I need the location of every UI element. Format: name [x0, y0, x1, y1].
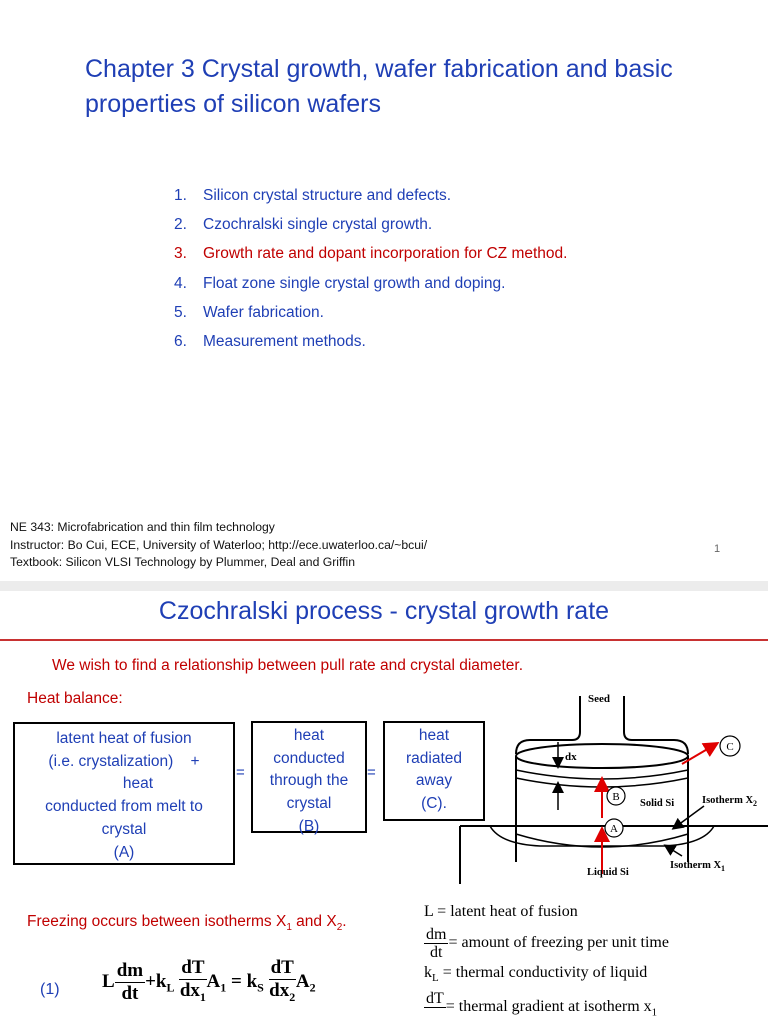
box-line: (A): [113, 843, 135, 861]
toc-label: Measurement methods.: [203, 332, 366, 350]
toc-label: Czochralski single crystal growth.: [203, 216, 433, 234]
marker-c-circle: [719, 735, 741, 757]
footer-textbook: Textbook: Silicon VLSI Technology by Plu…: [10, 555, 356, 569]
heat-balance-label: Heat balance:: [27, 690, 123, 707]
toc-label: Wafer fabrication.: [203, 303, 324, 321]
toc-number: 5.: [174, 303, 187, 321]
box-line: away: [415, 772, 453, 790]
isotherm-x1-label: Isotherm X1: [670, 860, 725, 873]
dx-label: dx: [565, 751, 577, 763]
seed-right-edge: [623, 696, 689, 755]
marker-b-label: B: [612, 791, 619, 803]
isotherm-x2-label: Isotherm X2: [702, 795, 757, 808]
footer-instructor: Instructor: Bo Cui, ECE, University of W…: [10, 537, 428, 552]
toc-number: 3.: [174, 245, 187, 263]
slide-separator: [0, 581, 768, 591]
isotherm-x1-pointer: [663, 844, 683, 857]
toc-number: 2.: [174, 216, 187, 234]
def-kl: kL = thermal conductivity of liquid: [424, 964, 648, 985]
page-number: 1: [714, 543, 721, 555]
slide-footer: NE 343: Microfabrication and thin film t…: [10, 519, 427, 572]
box-latent-heat: latent heat of fusion (i.e. crystalizati…: [13, 722, 235, 865]
box-line: heat: [122, 775, 154, 793]
freezing-text: Freezing occurs between isotherms X1 and…: [27, 913, 347, 934]
radiation-arrow-c: [681, 741, 720, 765]
box-line: radiated: [405, 749, 462, 767]
slide-title: Czochralski process - crystal growth rat…: [158, 597, 610, 625]
footer-course: NE 343: Microfabrication and thin film t…: [10, 520, 275, 534]
toc-item[interactable]: 1. Silicon crystal structure and defects.: [174, 184, 567, 213]
toc-number: 6.: [174, 332, 187, 350]
eq-term: = k: [226, 970, 258, 992]
box-line: through the: [269, 772, 349, 790]
box-line: heat: [293, 727, 325, 744]
box-line: heat: [418, 727, 450, 744]
chapter-title: Chapter 3 Crystal growth, wafer fabricat…: [85, 55, 673, 118]
cz-crystal-diagram: dx Seed B A C Solid Si Isotherm X2 Isoth…: [459, 693, 768, 884]
marker-a-label: A: [610, 823, 618, 835]
box-line: (B): [298, 817, 320, 835]
marker-c-label: C: [726, 741, 733, 753]
isotherm-x2-pointer: [671, 805, 705, 830]
toc-label: Silicon crystal structure and defects.: [203, 187, 452, 204]
eq-term: L: [102, 970, 115, 992]
equals-sign: =: [367, 764, 376, 781]
toc-number: 4.: [174, 274, 187, 292]
seed-label: Seed: [588, 693, 610, 705]
toc-item[interactable]: 6. Measurement methods.: [174, 330, 567, 359]
toc-label: Growth rate and dopant incorporation for…: [203, 245, 568, 263]
equals-sign: =: [236, 764, 245, 781]
box-line: crystal: [101, 820, 147, 838]
equation-number: (1): [40, 981, 60, 998]
box-line: conducted: [273, 749, 345, 767]
toc-number: 1.: [174, 187, 187, 204]
table-of-contents: 1. Silicon crystal structure and defects.…: [174, 184, 567, 359]
box-line: latent heat of fusion: [56, 730, 192, 747]
def-latent-heat: L = latent heat of fusion: [424, 903, 578, 920]
box-line: (i.e. crystalization) +: [48, 752, 200, 770]
toc-item-active[interactable]: 3. Growth rate and dopant incorporation f…: [174, 242, 567, 271]
slide-1: Chapter 3 Crystal growth, wafer fabricat…: [10, 55, 721, 572]
eq-term: A: [295, 970, 310, 992]
isotherm-x2-line: [515, 769, 689, 780]
toc-label: Float zone single crystal growth and dop…: [203, 274, 506, 292]
box-heat-radiated: heat radiated away (C).: [383, 721, 485, 821]
intro-text: We wish to find a relationship between p…: [52, 657, 523, 674]
crystal-top-ellipse: [515, 743, 689, 769]
box-line: conducted from melt to: [45, 798, 203, 816]
solid-si-label: Solid Si: [640, 798, 674, 809]
eq-term: A: [206, 970, 221, 992]
marker-b-circle: [606, 786, 626, 806]
liquid-si-label: Liquid Si: [587, 867, 629, 878]
marker-a-circle: [604, 818, 624, 838]
toc-item[interactable]: 5. Wafer fabrication.: [174, 301, 567, 330]
box-heat-conducted: heat conducted through the crystal (B): [251, 721, 367, 835]
seed-left-edge: [515, 696, 581, 755]
box-line: crystal: [286, 795, 332, 813]
eq-term: +k: [145, 970, 167, 992]
toc-item[interactable]: 2. Czochralski single crystal growth.: [174, 213, 567, 242]
def-dT: dT = thermal gradient at isotherm x1: [424, 990, 658, 1019]
title-underline: [0, 639, 768, 641]
toc-item[interactable]: 4. Float zone single crystal growth and d…: [174, 272, 567, 301]
box-line: (C).: [421, 795, 447, 813]
